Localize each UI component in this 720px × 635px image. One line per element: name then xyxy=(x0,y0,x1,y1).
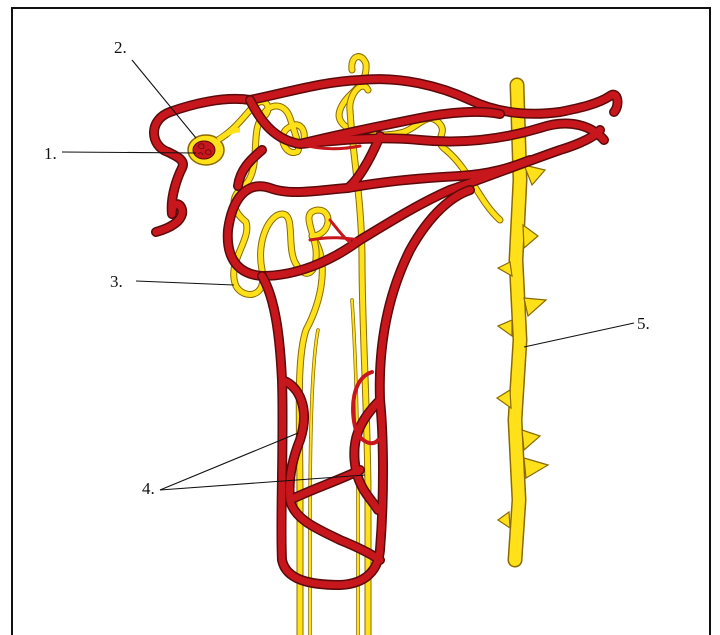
label-1: 1. xyxy=(44,144,57,163)
label-5: 5. xyxy=(637,314,650,333)
label-4: 4. xyxy=(142,479,155,498)
collecting-duct-fill xyxy=(515,85,520,560)
glomerulus xyxy=(193,141,215,159)
label-2: 2. xyxy=(114,38,127,57)
label-3: 3. xyxy=(110,272,123,291)
